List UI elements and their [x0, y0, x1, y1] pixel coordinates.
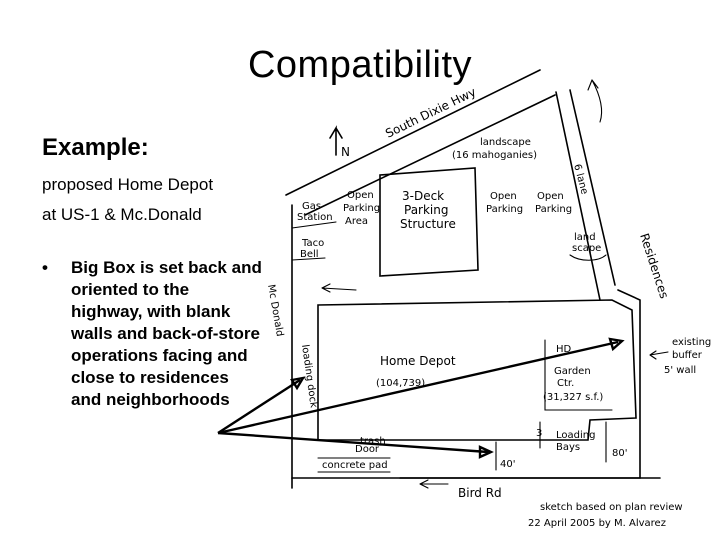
- home-depot-label: Home Depot: [380, 354, 456, 368]
- taco-label-1: Taco: [301, 238, 324, 249]
- highway-edge-line: [285, 69, 541, 196]
- landscape-right-2: scape: [572, 243, 601, 254]
- right-road-edge-2: [569, 89, 616, 286]
- credit-line-1: sketch based on plan review: [540, 502, 683, 513]
- bird-road-label: Bird Rd: [458, 486, 502, 500]
- deck-label-1: 3-Deck: [402, 189, 444, 203]
- right-road-edge: [555, 91, 601, 301]
- mahoganies-label: (16 mahoganies): [452, 150, 537, 161]
- subtitle-line-1: proposed Home Depot: [42, 175, 214, 194]
- pointer-arrowhead-bays-icon: [478, 445, 494, 459]
- subtitle-line-2: at US-1 & Mc.Donald: [42, 205, 202, 224]
- landscape-top-label: landscape: [480, 137, 531, 148]
- open-parking-area-3: Area: [345, 216, 368, 227]
- pointer-arrow-garden: [217, 340, 619, 435]
- north-arrow-icon: [329, 125, 343, 156]
- buffer-arrow-icon: [649, 350, 669, 360]
- example-subtitle: proposed Home Depot at US-1 & Mc.Donald: [42, 170, 272, 230]
- highway-label: South Dixie Hwy: [383, 85, 478, 141]
- pointer-arrowhead-garden-icon: [608, 337, 625, 352]
- garden-center-outline: [544, 339, 613, 411]
- traffic-arrow-icon: [321, 283, 357, 293]
- slide-title: Compatibility: [247, 44, 473, 86]
- home-depot-area: (104,739): [376, 378, 425, 389]
- concrete-pad-outline: [317, 457, 391, 473]
- bird-road-line: [291, 477, 661, 489]
- bullet-text: Big Box is set back and oriented to the …: [71, 258, 262, 409]
- example-heading: Example:: [42, 134, 149, 161]
- pointer-arrow-bays: [217, 431, 489, 454]
- hd-label: HD: [556, 344, 572, 355]
- trash-label: trash: [360, 436, 386, 447]
- landscape-right-1: land: [574, 232, 596, 243]
- loading-bays-outline: [539, 421, 607, 463]
- eighty-label: 80': [612, 448, 627, 459]
- mcdonald-label: Mc Donald: [265, 284, 285, 338]
- open-parking-right-1: Open: [537, 191, 564, 202]
- concrete-pad-label: concrete pad: [322, 460, 388, 471]
- garden-area: (31,327 s.f.): [543, 392, 603, 403]
- pointer-arrow-dock: [217, 378, 301, 435]
- buffer-label-3: 5' wall: [664, 365, 696, 376]
- open-parking-area-1: Open: [347, 190, 374, 201]
- gas-label-2: Station: [297, 212, 333, 223]
- open-parking-mid-1: Open: [490, 191, 517, 202]
- curve-arrow-icon: [587, 79, 603, 123]
- loading-dock-label: loading dock: [299, 344, 319, 409]
- pointer-arrowhead-dock-icon: [290, 376, 306, 391]
- garden-label: Garden: [554, 366, 591, 377]
- landscape-right-outline: [569, 254, 607, 261]
- taco-label-2: Bell: [300, 249, 319, 260]
- deck-label-2: Parking: [404, 203, 449, 217]
- buffer-label-2: buffer: [672, 350, 703, 361]
- residences-label: Residences: [637, 232, 671, 301]
- credit-line-2: 22 April 2005 by M. Alvarez: [528, 518, 666, 529]
- bullet-dot: •: [42, 258, 48, 277]
- home-depot-building: [317, 299, 637, 441]
- bird-road-arrow-icon: [419, 479, 449, 489]
- open-parking-right-2: Parking: [535, 204, 572, 215]
- parking-structure-box: [379, 167, 479, 277]
- forty-label: 40': [500, 459, 515, 470]
- north-label: N: [341, 145, 350, 159]
- open-parking-area-2: Parking: [343, 203, 380, 214]
- ctr-label: Ctr.: [557, 378, 574, 389]
- three-label: 3: [536, 428, 542, 439]
- open-parking-mid-2: Parking: [486, 204, 523, 215]
- door-label: Door: [355, 444, 380, 455]
- deck-label-3: Structure: [400, 217, 456, 231]
- bullet-point: • Big Box is set back and oriented to th…: [42, 257, 262, 411]
- loading-bays-1: Loading: [556, 430, 595, 441]
- taco-bell-outline: [291, 257, 326, 261]
- loading-bays-2: Bays: [556, 442, 580, 453]
- highway-inner-line: [304, 94, 556, 216]
- buffer-label-1: existing: [672, 337, 711, 348]
- gas-label-1: Gas: [302, 201, 321, 212]
- gas-station-outline: [291, 221, 337, 229]
